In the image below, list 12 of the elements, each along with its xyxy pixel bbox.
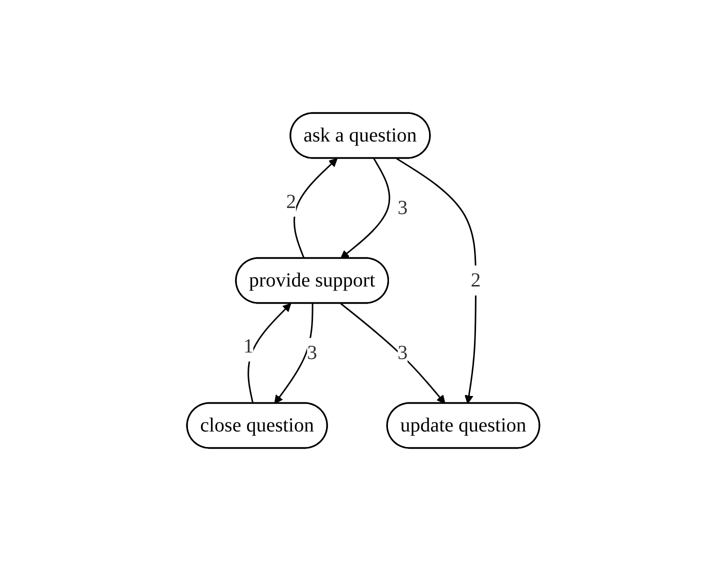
- edge-label: 3: [307, 342, 318, 364]
- edge-label: 2: [471, 269, 482, 292]
- edge-label: 3: [398, 196, 408, 219]
- arrow: [396, 158, 477, 404]
- arrow: [248, 303, 292, 404]
- arrow: [294, 158, 338, 259]
- edge-label: 1: [244, 336, 254, 358]
- edge-label: 2: [286, 190, 296, 213]
- arrow: [340, 158, 390, 259]
- edge-label: 3: [398, 342, 408, 364]
- arrow: [340, 302, 446, 404]
- arrow: [274, 303, 314, 404]
